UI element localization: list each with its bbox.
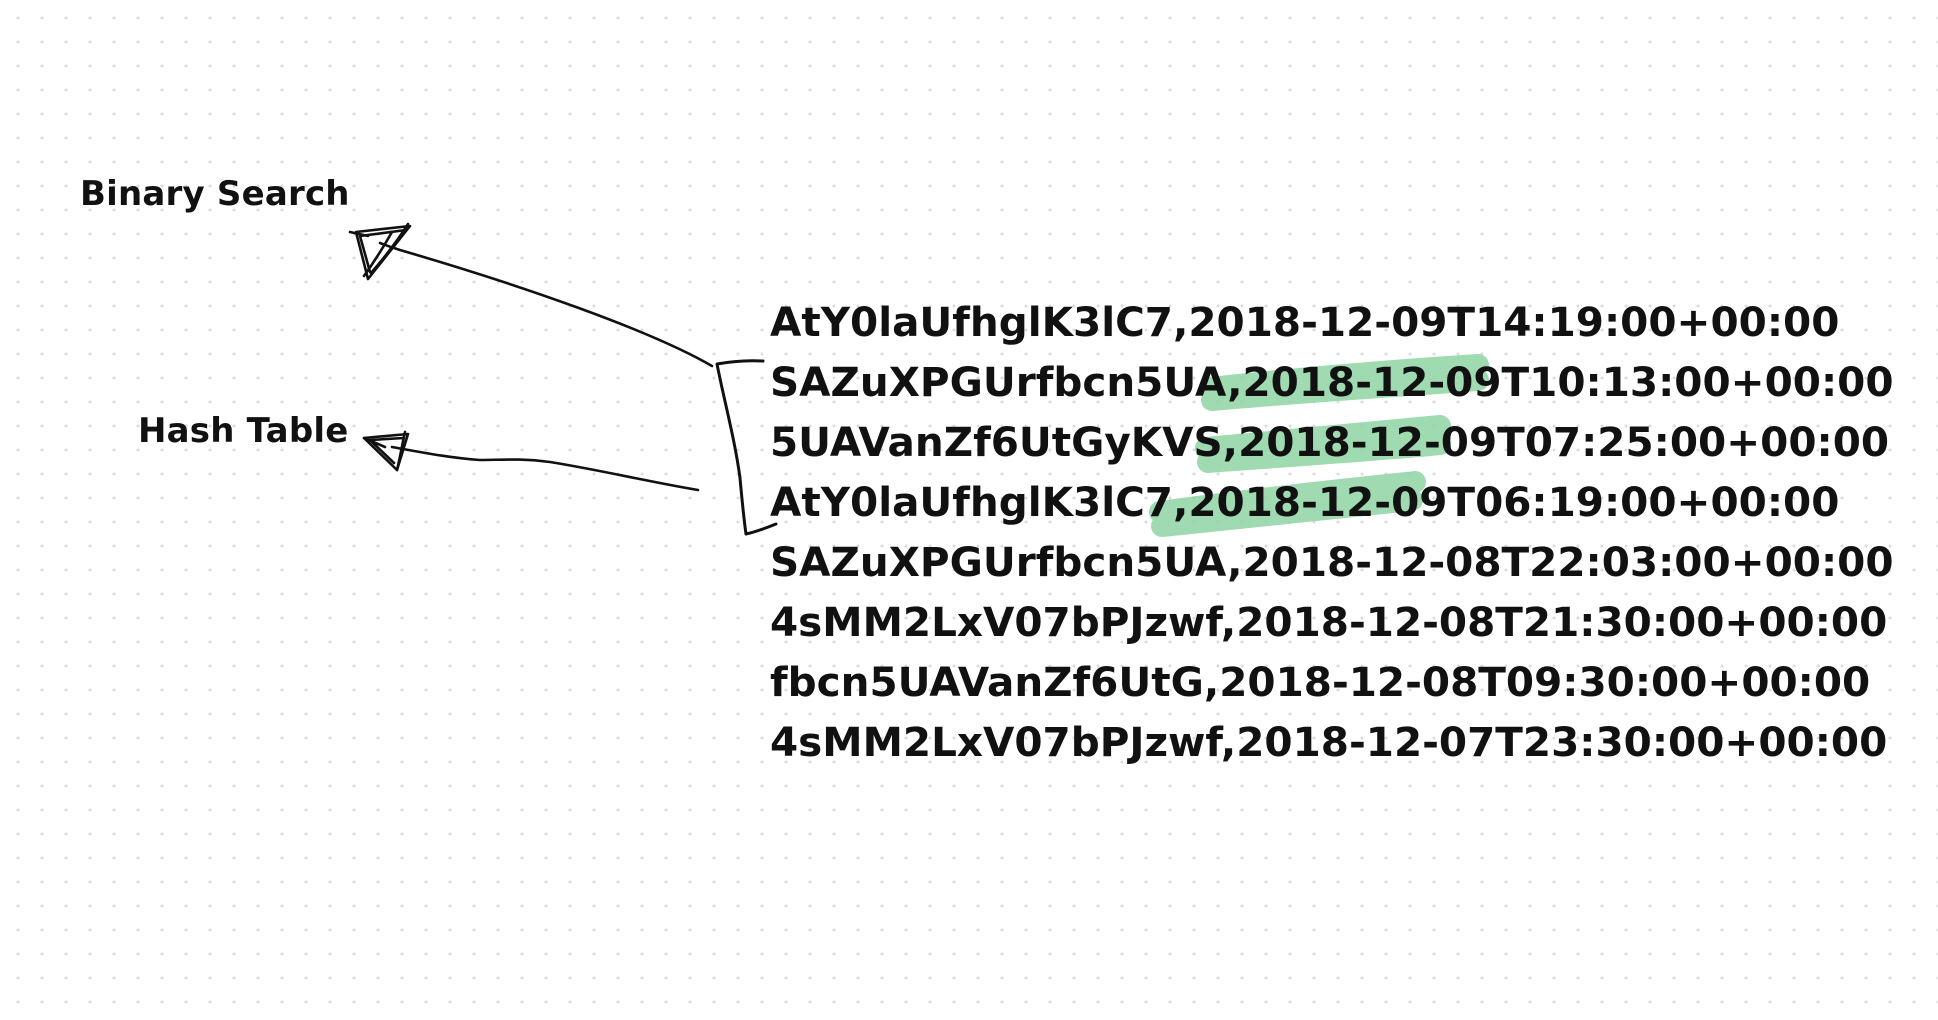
record-separator: , [1222,418,1239,466]
highlight-stroke-row-2 [1199,354,1489,411]
record-separator: , [1172,298,1189,346]
binary-search-connector [378,241,714,368]
record-row: SAZuXPGUrfbcn5UA,2018-12-08T22:03:00+00:… [770,532,1894,592]
record-row: SAZuXPGUrfbcn5UA,2018-12-09T10:13:00+00:… [770,352,1894,412]
record-time: 23:30:00+00:00 [1522,718,1888,766]
highlight-strokes [1149,354,1489,537]
record-id: 5UAVanZf6UtGyKVS [770,418,1223,466]
record-id: SAZuXPGUrfbcn5UA [770,358,1228,406]
record-row: fbcn5UAVanZf6UtG,2018-12-08T09:30:00+00:… [770,652,1894,712]
record-list: AtY0laUfhglK3lC7,2018-12-09T14:19:00+00:… [770,292,1894,772]
record-separator: , [1220,718,1237,766]
record-date: 2018-12-08T [1219,658,1506,706]
record-row: 4sMM2LxV07bPJzwf,2018-12-07T23:30:00+00:… [770,712,1894,772]
record-date-highlighted: 2018-12-09T [1242,358,1530,406]
record-row: AtY0laUfhglK3lC7,2018-12-09T14:19:00+00:… [770,292,1894,352]
record-id: 4sMM2LxV07bPJzwf [770,598,1221,646]
record-row: 4sMM2LxV07bPJzwf,2018-12-08T21:30:00+00:… [770,592,1894,652]
record-separator: , [1172,478,1189,526]
record-date: 2018-12-08T [1242,538,1530,586]
record-time: 06:19:00+00:00 [1475,478,1840,526]
record-date: 2018-12-07T [1236,718,1523,766]
highlight-stroke-row-4 [1149,471,1426,537]
record-date: 2018-12-08T [1236,598,1523,646]
binary-search-arrowhead [348,222,412,281]
record-separator: , [1227,358,1243,406]
record-row: AtY0laUfhglK3lC7,2018-12-09T06:19:00+00:… [770,472,1894,532]
record-date-highlighted: 2018-12-09T [1188,478,1476,526]
hash-table-label: Hash Table [138,411,349,451]
record-time: 22:03:00+00:00 [1529,538,1894,586]
record-time: 14:19:00+00:00 [1475,298,1840,346]
record-time: 10:13:00+00:00 [1529,358,1894,406]
connectors [378,241,778,536]
bracket [715,359,778,536]
hash-table-arrowhead [362,430,410,472]
record-separator: , [1227,538,1243,586]
highlight-stroke-row-3 [1195,415,1451,473]
record-time: 21:30:00+00:00 [1522,598,1888,646]
record-time: 07:25:00+00:00 [1524,418,1890,466]
binary-search-label: Binary Search [80,174,350,214]
record-id: fbcn5UAVanZf6UtG [770,658,1204,706]
record-row: 5UAVanZf6UtGyKVS,2018-12-09T07:25:00+00:… [770,412,1894,472]
record-id: 4sMM2LxV07bPJzwf [770,718,1221,766]
record-id: AtY0laUfhglK3lC7 [770,298,1173,346]
record-separator: , [1220,598,1237,646]
record-date-highlighted: 2018-12-09T [1238,418,1525,466]
record-id: SAZuXPGUrfbcn5UA [770,538,1228,586]
record-time: 09:30:00+00:00 [1505,658,1871,706]
arrowheads [348,222,412,472]
record-date: 2018-12-09T [1188,298,1476,346]
hash-table-connector [390,445,700,492]
record-id: AtY0laUfhglK3lC7 [770,478,1173,526]
record-separator: , [1203,658,1220,706]
